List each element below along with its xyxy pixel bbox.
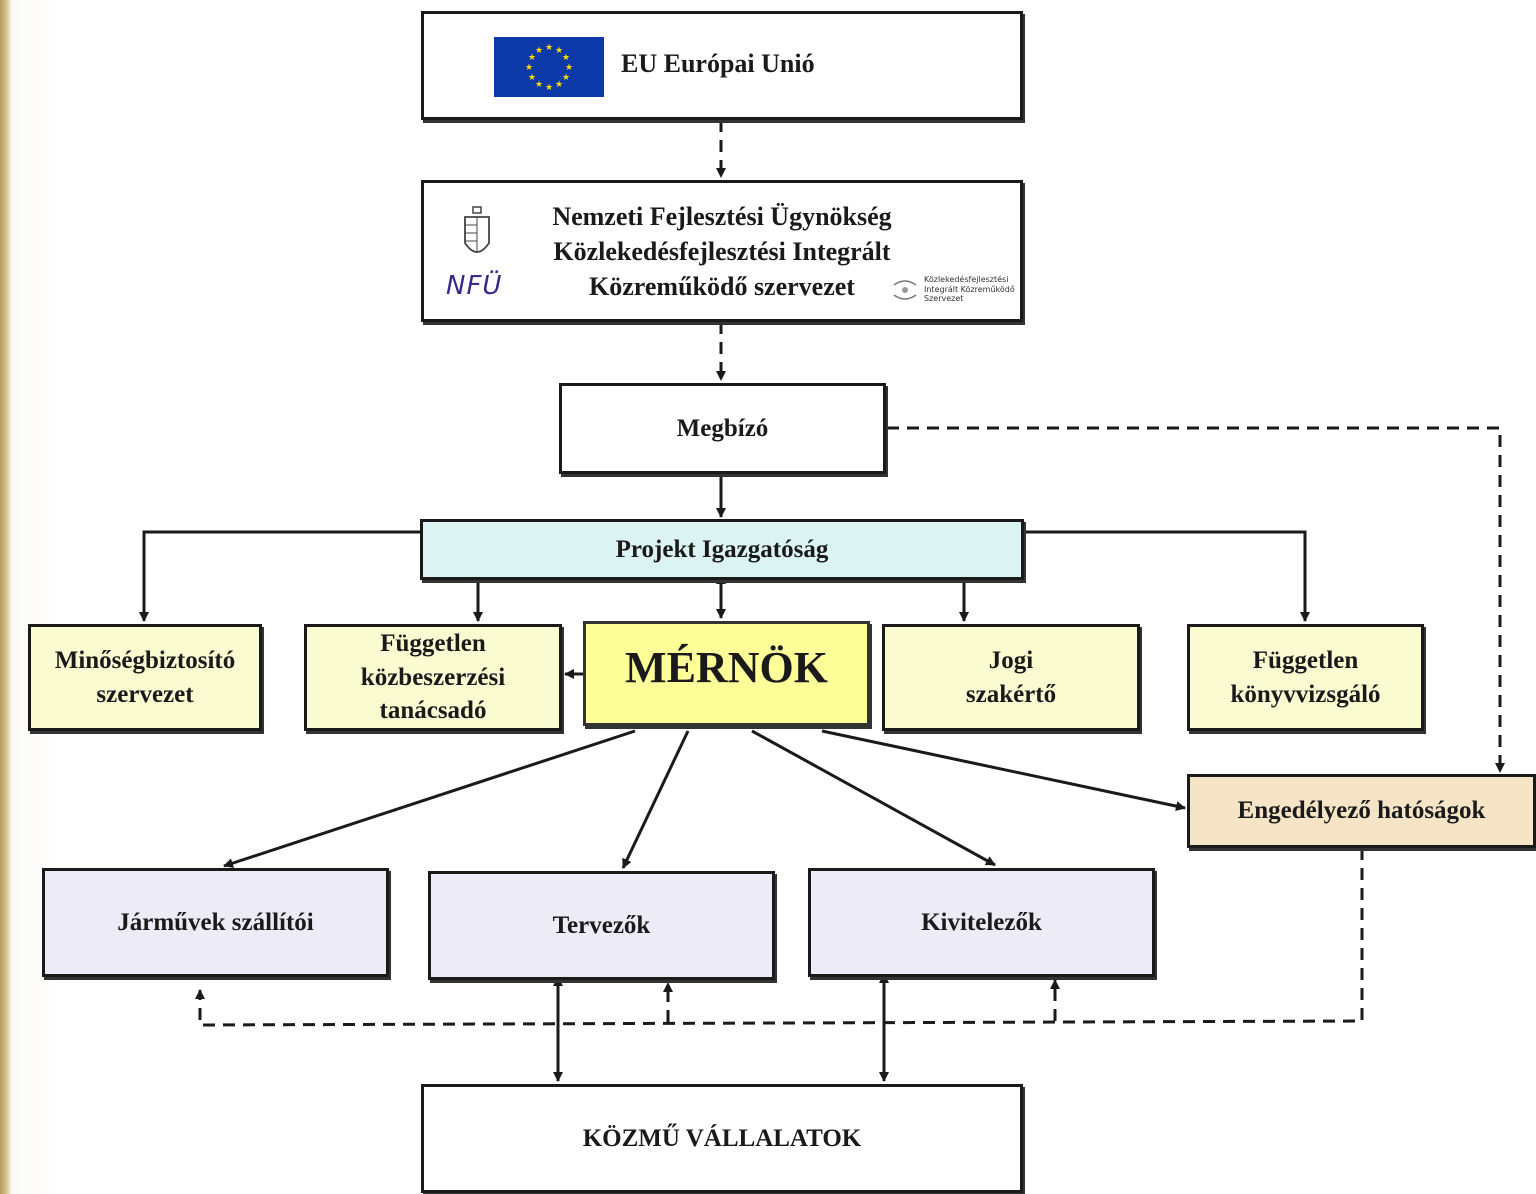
hungarian-crest-icon — [464, 206, 490, 253]
eu-flag-icon: ★★★ ★★★ ★★★ ★★★ — [494, 37, 604, 97]
svg-text:★: ★ — [555, 80, 563, 90]
kozmu-vallalatok-box: KÖZMŰ VÁLLALATOK — [421, 1084, 1023, 1193]
minosegbiztosito-box: Minőségbiztosító szervezet — [28, 624, 262, 731]
arrow-mernok-to-engedelyezo — [821, 729, 1186, 812]
jogi-szakerto-box: Jogi szakértő — [882, 624, 1140, 731]
svg-text:★: ★ — [535, 46, 543, 56]
arrow-mernok-to-jarmuvek — [223, 729, 636, 868]
jogi-szakerto-label: Jogi szakértő — [965, 646, 1057, 708]
arrow-engedelyezo-feedback — [195, 848, 1364, 1027]
arrow-projekt-to-konyvvizsgalo — [1025, 530, 1310, 622]
nfu-logo: NFÜ — [446, 271, 503, 301]
kozbeszerzesi-tanacsado-box: Független közbeszerzési tanácsadó — [304, 624, 562, 731]
eu-box: ★★★ ★★★ ★★★ ★★★ EU Európai Unió — [421, 11, 1023, 120]
konyvvizsgalo-label: Független könyvvizsgáló — [1230, 646, 1381, 708]
mernok-label: MÉRNÖK — [625, 643, 828, 692]
kivitelezok-label: Kivitelezők — [921, 908, 1042, 936]
kivitelezok-box: Kivitelezők — [808, 868, 1155, 977]
tervezok-box: Tervezők — [428, 871, 775, 980]
jarmuvek-szallitoi-box: Járművek szállítói — [42, 868, 389, 977]
nfu-title: Nemzeti Fejlesztési Ügynökség Közlekedés… — [552, 202, 892, 302]
megbizo-box: Megbízó — [559, 383, 886, 474]
projekt-igazgatosag-box: Projekt Igazgatóság — [420, 519, 1024, 580]
kiksz-logo-text: Közlekedésfejlesztési Integrált Közreműk… — [924, 275, 1015, 304]
megbizo-label: Megbízó — [676, 414, 769, 442]
svg-text:★: ★ — [562, 73, 570, 83]
tervezok-label: Tervezők — [552, 911, 651, 939]
svg-text:★: ★ — [528, 73, 536, 83]
engedelyezo-hatosagok-box: Engedélyező hatóságok — [1187, 774, 1536, 848]
kozmu-vallalatok-label: KÖZMŰ VÁLLALATOK — [582, 1124, 862, 1152]
kozbeszerzesi-tanacsado-label: Független közbeszerzési tanácsadó — [360, 629, 506, 725]
arrow-mernok-to-tervezok — [621, 730, 690, 869]
minosegbiztosito-label: Minőségbiztosító szervezet — [54, 646, 236, 708]
svg-text:★: ★ — [565, 63, 573, 73]
arrow-projekt-to-minoseg — [139, 530, 420, 622]
svg-text:★: ★ — [562, 53, 570, 63]
arrow-megbizo-to-engedelyezo — [887, 426, 1505, 773]
mernok-box: MÉRNÖK — [583, 621, 870, 726]
projekt-igazgatosag-label: Projekt Igazgatóság — [615, 535, 829, 563]
eu-label: EU Európai Unió — [621, 49, 815, 78]
konyvvizsgalo-box: Független könyvvizsgáló — [1187, 624, 1424, 731]
nfu-box: NFÜ Nemzeti Fejlesztési Ügynökség Közlek… — [421, 180, 1023, 322]
svg-text:★: ★ — [555, 46, 563, 56]
svg-text:★: ★ — [525, 63, 533, 73]
arrow-mernok-to-kivitelezok — [751, 729, 996, 867]
svg-text:★: ★ — [535, 80, 543, 90]
svg-text:★: ★ — [545, 83, 553, 93]
svg-text:★: ★ — [545, 43, 553, 53]
kiksz-logo-icon — [893, 280, 917, 300]
svg-text:★: ★ — [528, 53, 536, 63]
jarmuvek-szallitoi-label: Járművek szállítói — [117, 908, 314, 936]
engedelyezo-hatosagok-label: Engedélyező hatóságok — [1237, 797, 1486, 825]
